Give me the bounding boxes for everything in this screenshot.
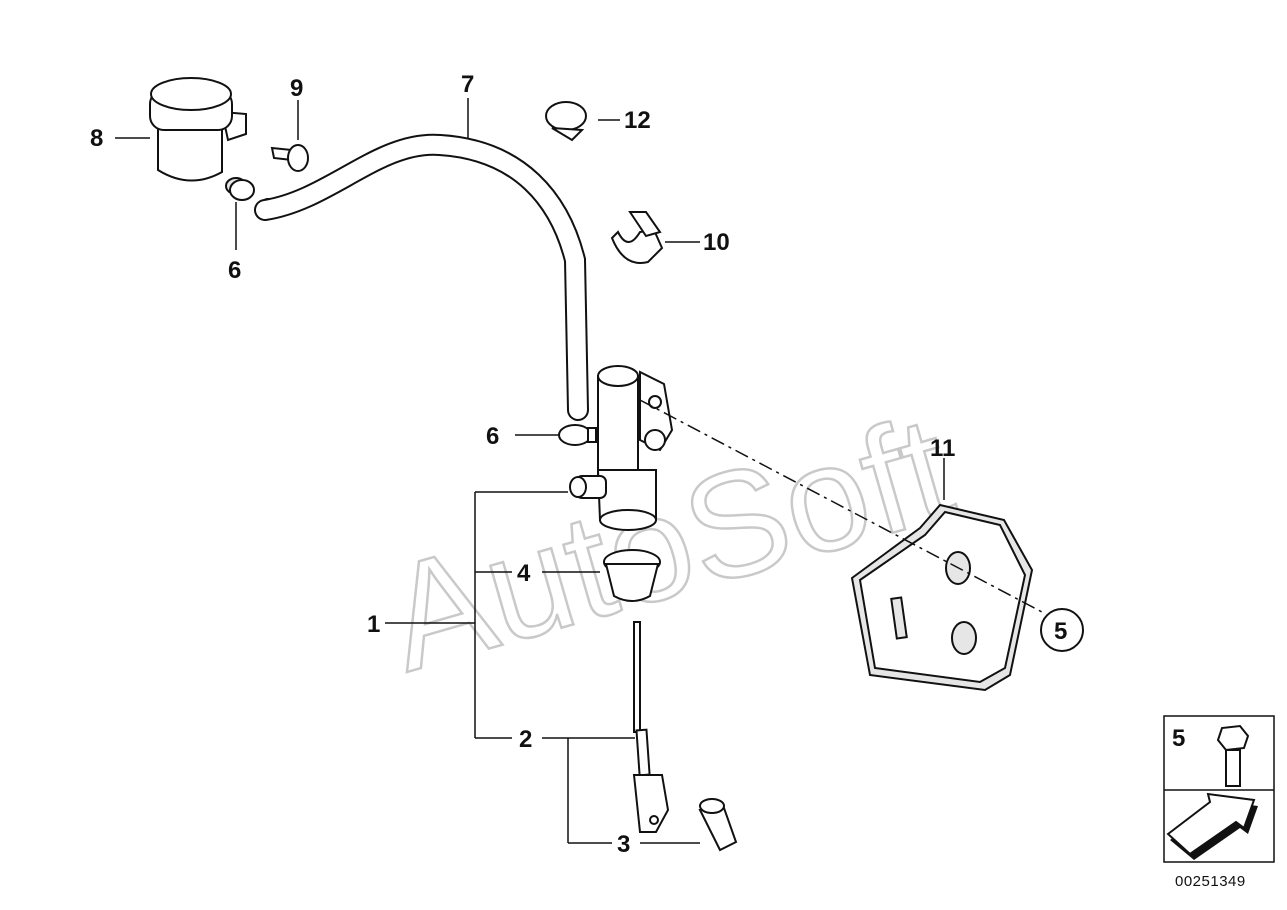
part-bracket-plate (850, 503, 1034, 692)
callout-6-top: 6 (228, 257, 241, 284)
arrow-icon (1166, 792, 1258, 860)
callout-10: 10 (703, 229, 730, 256)
part-clip-12 (545, 101, 587, 142)
diagram-code: 00251349 (1175, 873, 1246, 890)
bolt-icon (1216, 724, 1250, 787)
callout-6-mid: 6 (486, 423, 499, 450)
part-reservoir (149, 77, 247, 195)
callout-2: 2 (519, 726, 532, 753)
circled-callout-ring (1040, 608, 1084, 652)
callout-12: 12 (624, 107, 651, 134)
callout-3: 3 (617, 831, 630, 858)
callout-4: 4 (517, 560, 531, 587)
leader-lines (115, 98, 1043, 844)
part-push-rod (632, 621, 670, 833)
part-clamp-10 (610, 211, 664, 264)
callout-9: 9 (290, 75, 303, 102)
callout-11: 11 (930, 435, 955, 462)
callout-8: 8 (90, 125, 103, 152)
part-master-cylinder (569, 365, 674, 531)
callout-7: 7 (461, 71, 474, 98)
part-hose-clamp-mid (558, 424, 597, 446)
part-clip-3 (698, 798, 738, 852)
callouts: 8 9 6 7 12 10 6 11 4 1 2 3 5 (90, 71, 1084, 858)
callout-1: 1 (367, 611, 380, 638)
part-boot (603, 549, 661, 602)
part-hose (254, 133, 589, 421)
legend-item-label: 5 (1172, 725, 1185, 752)
part-screw-9 (270, 144, 309, 172)
legend-box: 5 (1163, 715, 1275, 863)
callout-5-circled: 5 (1054, 618, 1067, 645)
